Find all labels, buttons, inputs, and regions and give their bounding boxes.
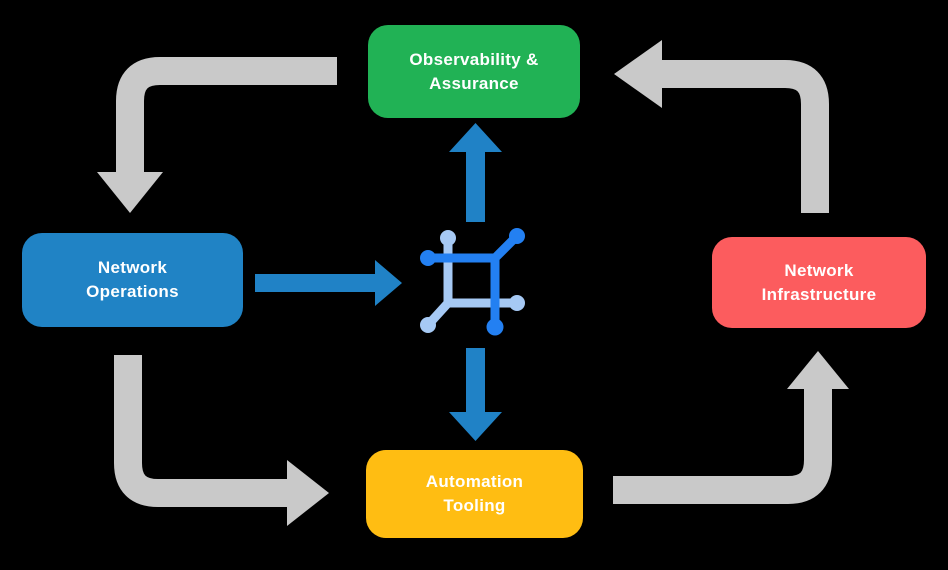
- node-label-line: Automation: [425, 472, 524, 492]
- node-label-line: Operations: [86, 282, 179, 301]
- arrow-observability-to-operations: [97, 57, 337, 213]
- arrow-center-to-automation: [449, 348, 502, 441]
- node-label-line: Infrastructure: [761, 284, 877, 304]
- node-label-line: Observability &: [409, 49, 539, 69]
- arrow-operations-to-automation: [114, 355, 329, 526]
- node-observability-assurance: Observability & Assurance: [368, 25, 580, 118]
- network-automation-icon: [420, 228, 525, 336]
- arrow-automation-to-infrastructure: [613, 351, 849, 504]
- arrow-operations-to-center: [255, 260, 402, 306]
- arrow-center-to-observability: [449, 123, 502, 222]
- node-label-line: Network: [97, 258, 168, 278]
- node-automation-tooling: Automation Tooling: [366, 450, 583, 538]
- node-label-line: Tooling: [443, 496, 506, 515]
- node-label-line: Network: [784, 260, 854, 280]
- node-network-infrastructure: Network Infrastructure: [712, 237, 926, 328]
- node-network-operations: Network Operations: [22, 233, 243, 327]
- arrow-infrastructure-to-observability: [614, 40, 829, 213]
- node-label-line: Assurance: [429, 73, 519, 93]
